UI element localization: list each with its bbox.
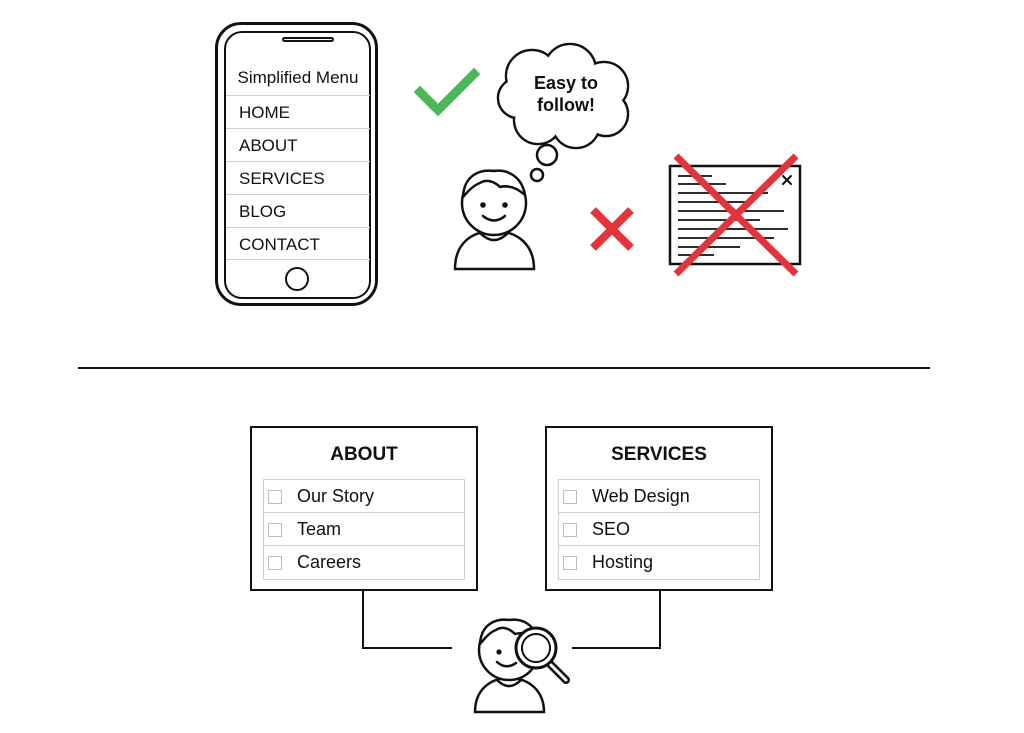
- section-divider: [78, 367, 930, 369]
- checkbox[interactable]: [268, 490, 282, 504]
- phone-screen: [224, 31, 371, 299]
- list-item[interactable]: Web Design: [559, 480, 759, 513]
- cluttered-menu-icon: [668, 153, 802, 277]
- magnifier-icon: [514, 626, 570, 684]
- list-item[interactable]: Team: [264, 513, 464, 546]
- menu-item-contact[interactable]: CONTACT: [226, 227, 370, 260]
- checkbox[interactable]: [268, 523, 282, 537]
- check-icon: [414, 67, 480, 117]
- thought-line-2: follow!: [537, 95, 595, 115]
- checkbox[interactable]: [563, 490, 577, 504]
- list-item[interactable]: Careers: [264, 546, 464, 579]
- menu-item-about[interactable]: ABOUT: [226, 128, 370, 161]
- searching-user-icon: [473, 618, 570, 714]
- phone-frame: [215, 22, 378, 306]
- list-item[interactable]: Our Story: [264, 480, 464, 513]
- menu-item-home[interactable]: HOME: [226, 95, 370, 128]
- list-item-label: Careers: [297, 552, 362, 572]
- checkbox[interactable]: [268, 556, 282, 570]
- checkbox[interactable]: [563, 523, 577, 537]
- checkbox[interactable]: [563, 556, 577, 570]
- category-list: Web Design SEO Hosting: [558, 479, 760, 580]
- thought-bubble-icon: [496, 42, 630, 183]
- category-box-about: ABOUT Our Story Team Careers: [250, 426, 478, 591]
- list-item-label: Team: [297, 519, 342, 539]
- list-item[interactable]: Hosting: [559, 546, 759, 579]
- category-list: Our Story Team Careers: [263, 479, 465, 580]
- category-box-services: SERVICES Web Design SEO Hosting: [545, 426, 773, 591]
- phone-home-button: [285, 267, 309, 291]
- menu-title: Simplified Menu: [237, 68, 359, 87]
- list-item-label: Our Story: [297, 486, 375, 506]
- thought-text: Easy to follow!: [516, 72, 616, 116]
- menu-item-blog[interactable]: BLOG: [226, 194, 370, 227]
- phone-speaker: [282, 37, 334, 42]
- list-item-label: Web Design: [592, 486, 690, 506]
- simplified-menu: HOME ABOUT SERVICES BLOG CONTACT: [226, 95, 370, 260]
- category-title: SERVICES: [611, 444, 707, 465]
- cross-icon: [590, 207, 634, 251]
- list-item-label: Hosting: [592, 552, 654, 572]
- connector-lines: [362, 590, 661, 649]
- list-item-label: SEO: [592, 519, 631, 539]
- menu-item-services[interactable]: SERVICES: [226, 161, 370, 194]
- thought-line-1: Easy to: [533, 73, 599, 93]
- category-title: ABOUT: [330, 444, 398, 465]
- list-item[interactable]: SEO: [559, 513, 759, 546]
- smiling-user-icon: [453, 169, 536, 271]
